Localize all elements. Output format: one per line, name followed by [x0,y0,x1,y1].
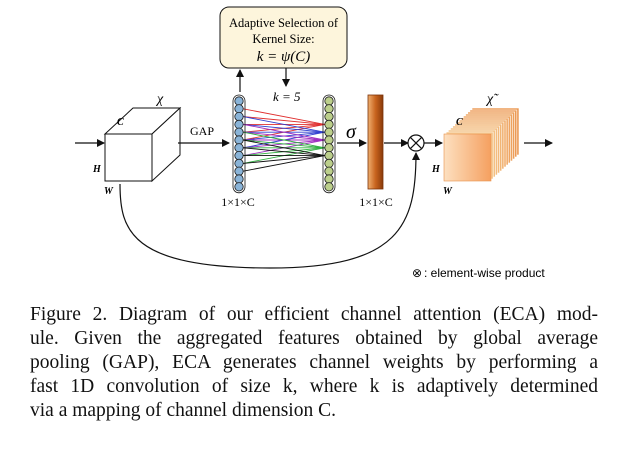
connection-line [243,155,325,172]
gap-channel-node [234,182,244,192]
conv-vector-column [322,94,336,194]
conv-channel-node [324,135,334,145]
caption-line-4: fast 1D convolution of size k, where k i… [30,376,598,397]
connection-line [243,139,325,157]
connection-line [243,108,325,125]
gap-column-outline [232,94,246,194]
channel-weight-bar [367,94,384,190]
output-w-label: W [443,186,453,197]
input-c-label: C [117,117,124,128]
conv-column-outline [322,94,336,194]
input-chi-label: χ [155,92,164,107]
connection-line [243,131,325,141]
legend-multiply-icon: ⊗ [412,266,422,280]
conv-channel-node [324,119,334,130]
conv-channel-node [324,166,334,176]
connection-line [243,116,325,125]
conv-channel-node [324,158,334,168]
conv-channel-node [324,151,334,161]
conv-channel-node [324,104,334,114]
conv-channel-node [324,182,334,192]
adaptive-selection-box [219,6,348,69]
skip-connection [119,152,420,269]
output-c-label: C [456,117,463,128]
gap-channel-node [234,96,244,106]
connection-line [243,123,325,133]
conv-channel-node [324,96,334,106]
gap-channel-node [234,174,244,184]
k-label: k = 5 [273,89,301,104]
vector-dim-label-2: 1×1×C [359,195,393,209]
gap-channel-node [234,112,244,122]
convolution-connections [243,108,325,172]
connection-line [243,131,325,149]
sigma-label: σ [346,121,357,143]
gap-channel-node [234,151,244,161]
selection-line1: Adaptive Selection of [229,16,339,30]
legend-text: : element-wise product [424,266,545,280]
connection-line [243,147,325,157]
gap-channel-node [234,135,244,145]
output-chi-label: χ̃ [485,92,499,107]
conv-channel-node [324,127,334,137]
figure-caption: Figure 2. Diagram of our efficient chann… [30,303,598,423]
gap-channel-node [234,166,244,176]
caption-line-5: via a mapping of channel dimension C. [30,400,336,421]
selection-formula: k = ψ(C) [257,49,311,65]
caption-line-3: pooling (GAP), ECA generates channel wei… [30,352,598,373]
connection-line [243,155,325,164]
gap-channel-node [234,104,244,114]
connection-line [243,123,325,141]
gap-channel-node [234,158,244,168]
gap-channel-node [234,119,244,130]
connection-line [243,116,325,133]
gap-label: GAP [190,124,214,138]
connection-line [243,139,325,149]
conv-channel-node [324,174,334,184]
input-h-label: H [92,164,102,175]
caption-line-2: ule. Given the aggregated features obtai… [30,328,598,349]
gap-vector-column [232,94,246,194]
output-front-face [443,133,492,182]
conv-channel-node [324,112,334,122]
vector-dim-label-1: 1×1×C [221,195,255,209]
selection-line2: Kernel Size: [252,32,314,46]
conv-channel-node [324,143,334,153]
caption-line-1: Figure 2. Diagram of our efficient chann… [30,304,598,325]
input-w-label: W [104,186,114,197]
gap-channel-node [234,127,244,137]
gap-channel-node [234,143,244,153]
output-h-label: H [431,164,441,175]
element-wise-product-symbol [407,134,425,152]
eca-diagram: χ C H W GAP Adaptive Selection of Kernel… [75,6,553,280]
output-feature-cube [443,107,520,182]
input-feature-cube [103,106,182,183]
